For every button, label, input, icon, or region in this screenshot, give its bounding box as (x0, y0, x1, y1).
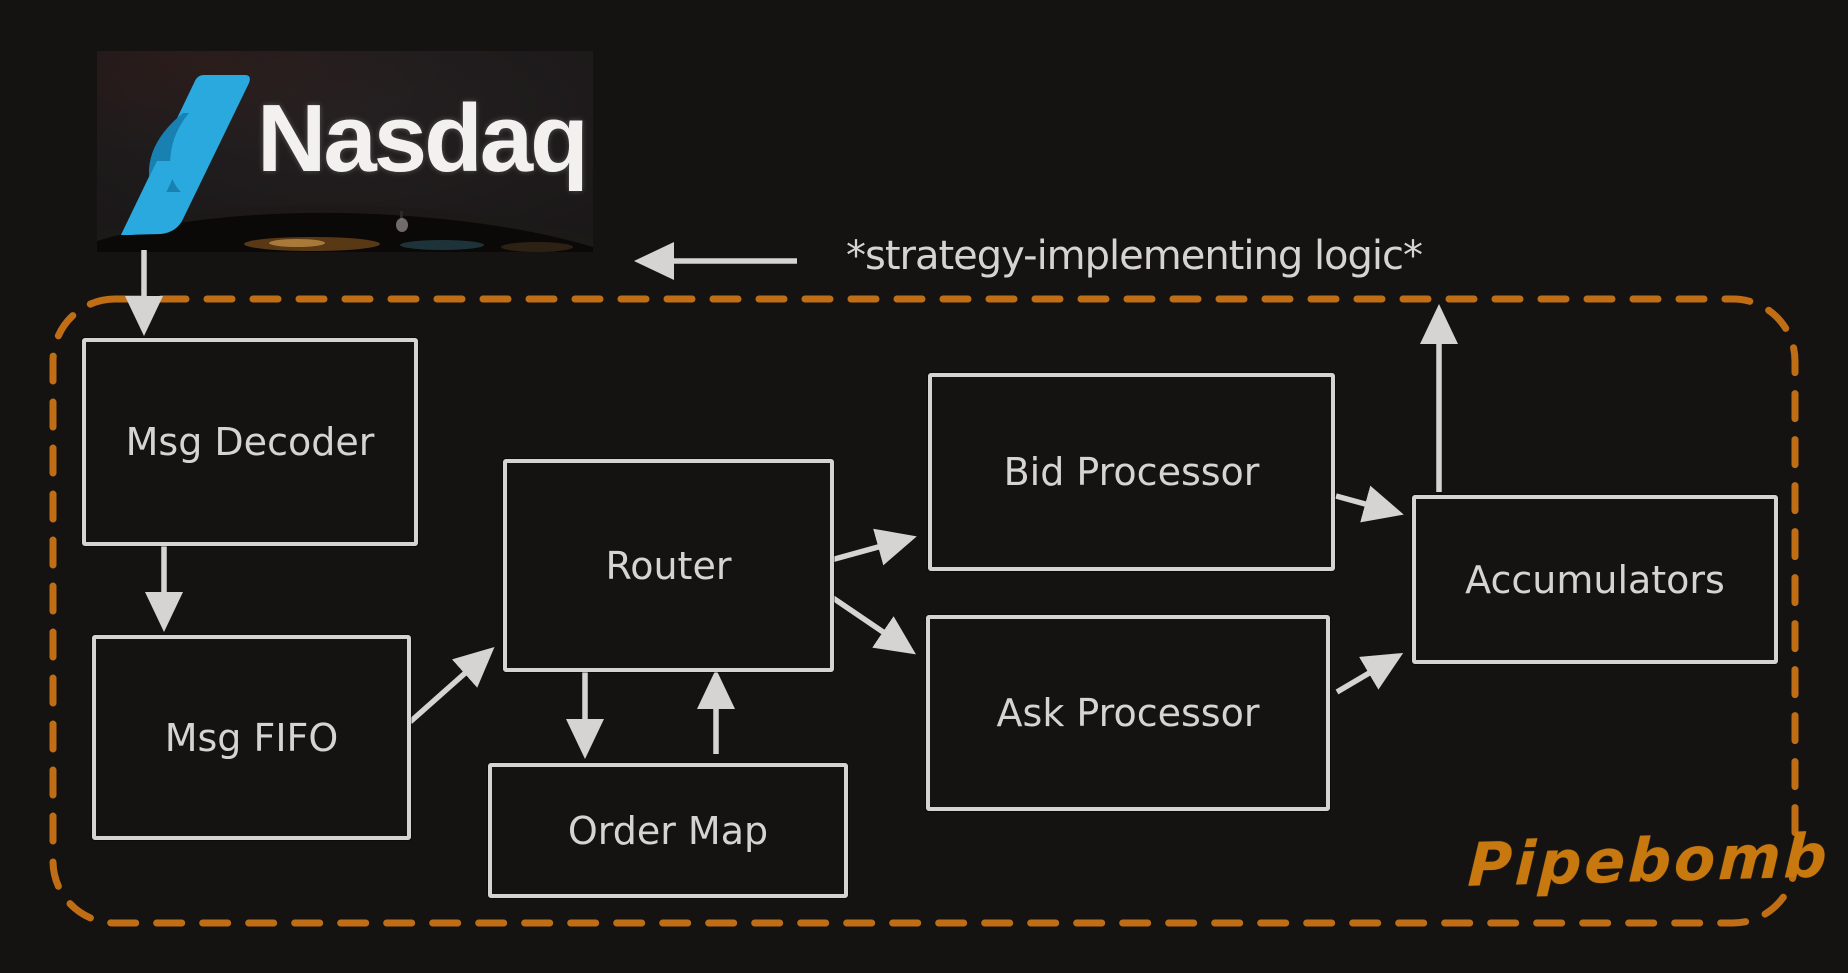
nasdaq-wordmark: Nasdaq (257, 85, 589, 192)
node-ask-processor: Ask Processor (926, 615, 1330, 811)
node-label: Msg Decoder (125, 420, 375, 464)
node-router: Router (503, 459, 834, 672)
strategy-annotation: *strategy-implementing logic* (846, 233, 1423, 279)
pipeline-label: Pipebomb (1466, 821, 1832, 901)
amber-glint-core (269, 239, 325, 247)
node-label: Msg FIFO (164, 715, 339, 760)
sign-bottom-rim (97, 212, 593, 252)
edge-ask-processor-to-accumulators (1335, 652, 1404, 695)
node-order-map: Order Map (488, 763, 848, 898)
sign-rim-highlight (97, 204, 593, 247)
node-label: Order Map (567, 808, 769, 853)
node-label: Ask Processor (996, 691, 1260, 735)
edge-router-to-bid-processor (830, 528, 917, 566)
node-accumulators: Accumulators (1412, 495, 1778, 664)
edge-router-to-ask-processor (831, 595, 916, 655)
nasdaq-ribbon-icon (121, 75, 250, 235)
camera-pole (400, 211, 403, 221)
camera-icon (396, 218, 408, 232)
node-bid-processor: Bid Processor (928, 373, 1335, 571)
node-label: Accumulators (1465, 557, 1725, 602)
node-msg-fifo: Msg FIFO (92, 635, 411, 840)
edge-bid-processor-to-accumulators (1335, 485, 1404, 523)
edge-msg-fifo-to-router (408, 647, 495, 725)
nasdaq-logo-image: Nasdaq (97, 51, 593, 252)
node-label: Bid Processor (1003, 450, 1260, 494)
teal-glint (400, 240, 484, 250)
brown-glint (501, 242, 573, 252)
pipeline-boundary (49, 295, 1799, 927)
node-msg-decoder: Msg Decoder (82, 338, 418, 546)
nasdaq-sign-background (97, 75, 593, 252)
node-label: Router (605, 543, 732, 588)
